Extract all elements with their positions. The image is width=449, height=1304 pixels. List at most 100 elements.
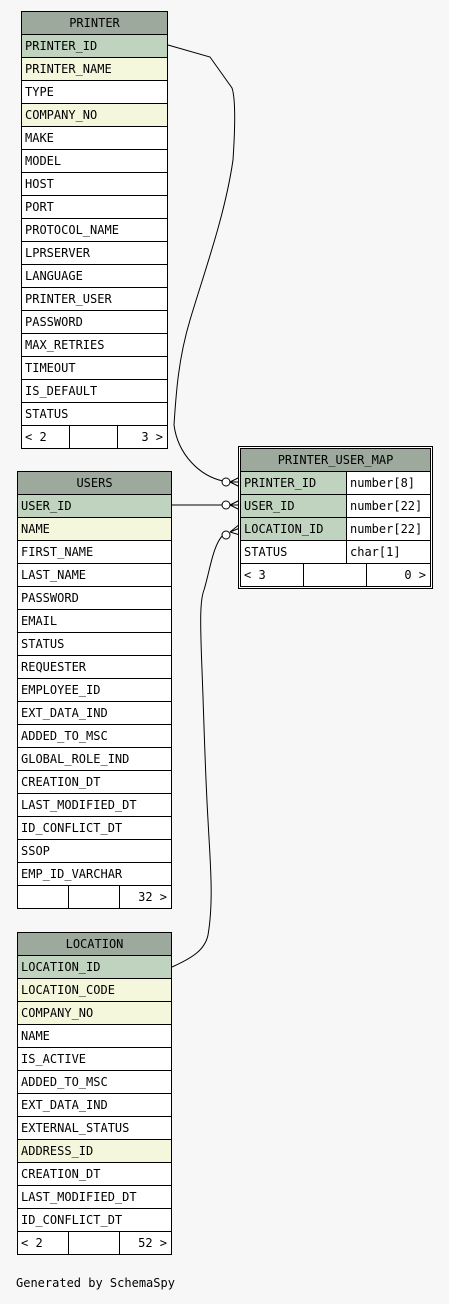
table-footer: 32 > [18, 886, 171, 908]
column-row[interactable]: SSOP [18, 840, 171, 863]
column-row[interactable]: NAME [18, 518, 171, 541]
column-row[interactable]: ID_CONFLICT_DT [18, 817, 171, 840]
column-row[interactable]: PROTOCOL_NAME [22, 219, 167, 242]
row-count[interactable] [70, 426, 118, 448]
column-row[interactable]: COMPANY_NO [22, 104, 167, 127]
column-row[interactable]: EMP_ID_VARCHAR [18, 863, 171, 886]
row-count[interactable] [69, 1232, 120, 1254]
column-name: LAST_MODIFIED_DT [21, 1190, 137, 1204]
column-row[interactable]: PASSWORD [18, 587, 171, 610]
column-row[interactable]: NAME [18, 1025, 171, 1048]
column-row[interactable]: MODEL [22, 150, 167, 173]
column-name: MAX_RETRIES [25, 338, 105, 352]
column-row[interactable]: USER_ID [18, 495, 171, 518]
column-row[interactable]: ADDED_TO_MSC [18, 725, 171, 748]
column-type: char[1] [346, 541, 430, 563]
column-name: CREATION_DT [21, 775, 101, 789]
parents-count[interactable]: < 2 [18, 1232, 69, 1254]
column-name: HOST [25, 177, 54, 191]
column-name: COMPANY_NO [25, 108, 98, 122]
column-name: TYPE [25, 85, 54, 99]
column-row[interactable]: ADDRESS_ID [18, 1140, 171, 1163]
table-header[interactable]: USERS [18, 472, 171, 495]
column-name: GLOBAL_ROLE_IND [21, 752, 130, 766]
column-name: PORT [25, 200, 54, 214]
column-name: MAKE [25, 131, 54, 145]
column-row[interactable]: PRINTER_USER [22, 288, 167, 311]
column-row[interactable]: GLOBAL_ROLE_IND [18, 748, 171, 771]
column-name: USER_ID [21, 499, 72, 513]
column-row[interactable]: CREATION_DT [18, 771, 171, 794]
column-name: ID_CONFLICT_DT [21, 1213, 123, 1227]
table-footer: < 3 0 > [241, 564, 430, 586]
column-name: FIRST_NAME [21, 545, 94, 559]
column-row[interactable]: IS_DEFAULT [22, 380, 167, 403]
column-name: ID_CONFLICT_DT [21, 821, 123, 835]
column-row[interactable]: STATUS [22, 403, 167, 426]
table-header[interactable]: LOCATION [18, 933, 171, 956]
column-row[interactable]: MAX_RETRIES [22, 334, 167, 357]
column-row[interactable]: EXTERNAL_STATUS [18, 1117, 171, 1140]
parents-count[interactable] [18, 886, 69, 908]
column-type: number[22] [346, 495, 430, 517]
column-row[interactable]: MAKE [22, 127, 167, 150]
column-name: COMPANY_NO [21, 1006, 94, 1020]
row-count[interactable] [304, 564, 367, 586]
column-row[interactable]: IS_ACTIVE [18, 1048, 171, 1071]
column-row[interactable]: COMPANY_NO [18, 1002, 171, 1025]
column-name: EXT_DATA_IND [21, 706, 108, 720]
column-row[interactable]: LAST_MODIFIED_DT [18, 794, 171, 817]
column-row[interactable]: REQUESTER [18, 656, 171, 679]
column-row[interactable]: PORT [22, 196, 167, 219]
column-row[interactable]: PRINTER_ID [22, 35, 167, 58]
column-row[interactable]: PASSWORD [22, 311, 167, 334]
column-row[interactable]: LAST_MODIFIED_DT [18, 1186, 171, 1209]
column-name: EMAIL [21, 614, 58, 628]
column-row[interactable]: EXT_DATA_IND [18, 702, 171, 725]
column-row[interactable]: STATUS [18, 633, 171, 656]
column-row[interactable]: LOCATION_CODE [18, 979, 171, 1002]
children-count[interactable]: 52 > [138, 1236, 167, 1250]
column-name: TIMEOUT [25, 361, 76, 375]
column-row[interactable]: HOST [22, 173, 167, 196]
column-row[interactable]: EMPLOYEE_ID [18, 679, 171, 702]
children-count[interactable]: 0 > [404, 568, 426, 582]
children-count[interactable]: 3 > [141, 430, 163, 444]
column-name: EXTERNAL_STATUS [21, 1121, 130, 1135]
table-header[interactable]: PRINTER [22, 12, 167, 35]
column-name: USER_ID [244, 499, 295, 513]
column-row[interactable]: LOCATION_ID [18, 956, 171, 979]
column-row[interactable]: EXT_DATA_IND [18, 1094, 171, 1117]
column-row[interactable]: USER_ID number[22] [241, 495, 430, 518]
column-row[interactable]: LPRSERVER [22, 242, 167, 265]
parents-count[interactable]: < 3 [241, 564, 304, 586]
column-row[interactable]: CREATION_DT [18, 1163, 171, 1186]
column-row[interactable]: PRINTER_NAME [22, 58, 167, 81]
column-row[interactable]: EMAIL [18, 610, 171, 633]
row-count[interactable] [69, 886, 120, 908]
column-row[interactable]: LANGUAGE [22, 265, 167, 288]
column-name: LANGUAGE [25, 269, 83, 283]
parents-count[interactable]: < 2 [22, 426, 70, 448]
children-count[interactable]: 32 > [138, 890, 167, 904]
table-header[interactable]: PRINTER_USER_MAP [241, 449, 430, 472]
column-row[interactable]: LAST_NAME [18, 564, 171, 587]
column-name: EMPLOYEE_ID [21, 683, 101, 697]
link-users-optional-marker [221, 500, 231, 510]
column-row[interactable]: ID_CONFLICT_DT [18, 1209, 171, 1232]
column-row[interactable]: ADDED_TO_MSC [18, 1071, 171, 1094]
column-row[interactable]: TIMEOUT [22, 357, 167, 380]
column-name: PASSWORD [25, 315, 83, 329]
column-row[interactable]: FIRST_NAME [18, 541, 171, 564]
column-name: IS_DEFAULT [25, 384, 98, 398]
column-row[interactable]: TYPE [22, 81, 167, 104]
